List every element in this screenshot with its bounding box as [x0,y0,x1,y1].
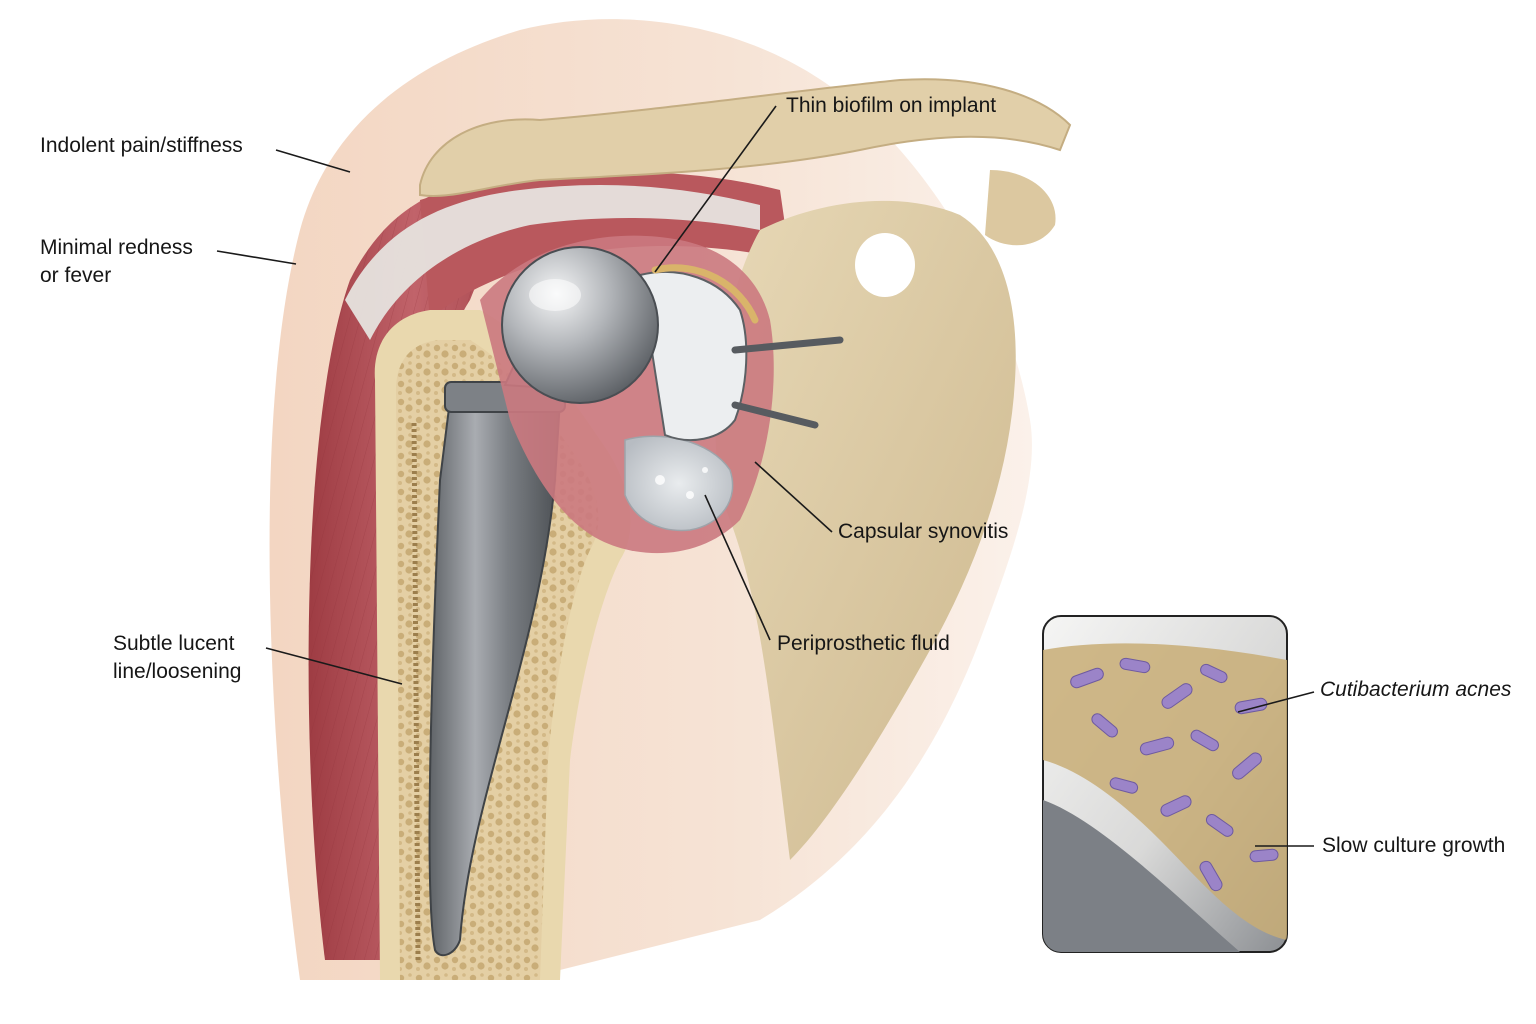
cuff-tendon [345,185,760,340]
scapula [715,200,1016,861]
leader-line-lucent [265,647,403,685]
lucent-line [411,419,421,961]
label-cutibacterium-acnes: Cutibacterium acnes [1320,678,1512,701]
humeral-stem [428,399,562,957]
humeral-head [501,246,659,404]
label-lucent-line-line2: line/loosening [113,660,242,683]
leader-line-pain [275,149,351,173]
leader-line-fluid [704,494,771,641]
label-capsular-synovitis: Capsular synovitis [838,520,1009,543]
glenoid-screw-lower [731,401,819,429]
label-minimal-redness-line1: Minimal redness [40,236,193,259]
implant-surface [1043,800,1240,952]
label-indolent-pain: Indolent pain/stiffness [40,134,243,157]
acromion [419,78,1072,197]
label-minimal-redness-line2: or fever [40,264,112,287]
leader-lines [216,105,1315,847]
leader-line-cuti [1237,691,1315,713]
leader-line-redness [216,250,297,265]
biofilm-rim [651,264,759,324]
label-minimal-redness: Minimal redness or fever [40,234,193,290]
glenoid-screw-upper [731,336,844,354]
label-periprosthetic-fluid: Periprosthetic fluid [777,632,950,655]
label-thin-biofilm: Thin biofilm on implant [786,94,997,117]
label-lucent-line: Subtle lucent line/loosening [113,630,241,686]
biofilm-inset-panel [1042,615,1288,953]
glenoid-component [638,270,748,441]
coracoid [985,170,1056,246]
glenoid-notch [855,233,915,297]
leader-line-biofilm [654,105,777,273]
label-slow-culture-growth: Slow culture growth [1322,834,1506,857]
label-lucent-line-line1: Subtle lucent [113,632,235,655]
leader-line-synovitis [754,461,833,533]
